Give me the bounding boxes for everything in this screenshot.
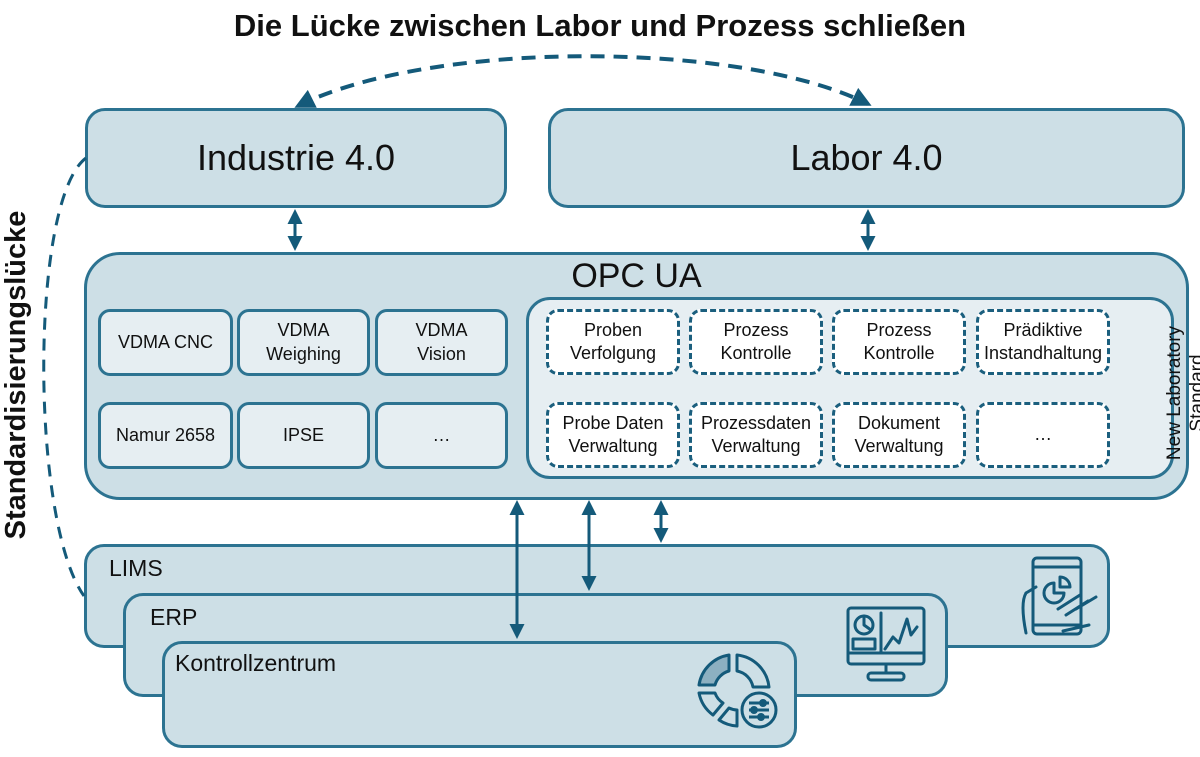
donut-settings-icon	[697, 653, 778, 729]
industrie-label: Industrie 4.0	[196, 137, 396, 178]
lab-item-dokument: Dokument Verwaltung	[832, 402, 966, 468]
industrie-4-0-box: Industrie 4.0	[85, 108, 507, 208]
kontrollzentrum-box: Kontrollzentrum	[162, 641, 797, 748]
standard-ipse: IPSE	[237, 402, 370, 469]
new-lab-standard-label: New Laboratory Standard	[1164, 325, 1200, 461]
lab-item-prozess-kontrolle-2: Prozess Kontrolle	[832, 309, 966, 375]
standard-vdma-weighing: VDMA Weighing	[237, 309, 370, 376]
tablet-chart-icon	[1021, 556, 1098, 636]
erp-label: ERP	[150, 604, 198, 630]
opc-ua-label: OPC UA	[571, 257, 702, 295]
monitor-dashboard-icon	[846, 606, 926, 682]
lims-label: LIMS	[109, 555, 163, 581]
diagram-title: Die Lücke zwischen Labor und Prozess sch…	[233, 8, 967, 43]
standard-namur-2658: Namur 2658	[98, 402, 233, 469]
standard-vdma-vision: VDMA Vision	[375, 309, 508, 376]
lab-item-prozessdaten: Prozessdaten Verwaltung	[689, 402, 823, 468]
standard-more: …	[375, 402, 508, 469]
standardisierungsluecke-label: Standardisierungslücke	[0, 210, 32, 540]
lab-item-praediktive-instandhaltung: Prädiktive Instandhaltung	[976, 309, 1110, 375]
labor-industrie-dashed-arc	[294, 54, 872, 108]
standardisierung-dashed-arc	[42, 156, 87, 597]
lab-item-prozess-kontrolle-1: Prozess Kontrolle	[689, 309, 823, 375]
lab-item-more: …	[976, 402, 1110, 468]
labor-4-0-box: Labor 4.0	[548, 108, 1185, 208]
lab-item-proben-verfolgung: Proben Verfolgung	[546, 309, 680, 375]
kontrollzentrum-label: Kontrollzentrum	[175, 650, 337, 676]
lab-item-probe-daten: Probe Daten Verwaltung	[546, 402, 680, 468]
standard-vdma-cnc: VDMA CNC	[98, 309, 233, 376]
labor-label: Labor 4.0	[790, 137, 943, 178]
